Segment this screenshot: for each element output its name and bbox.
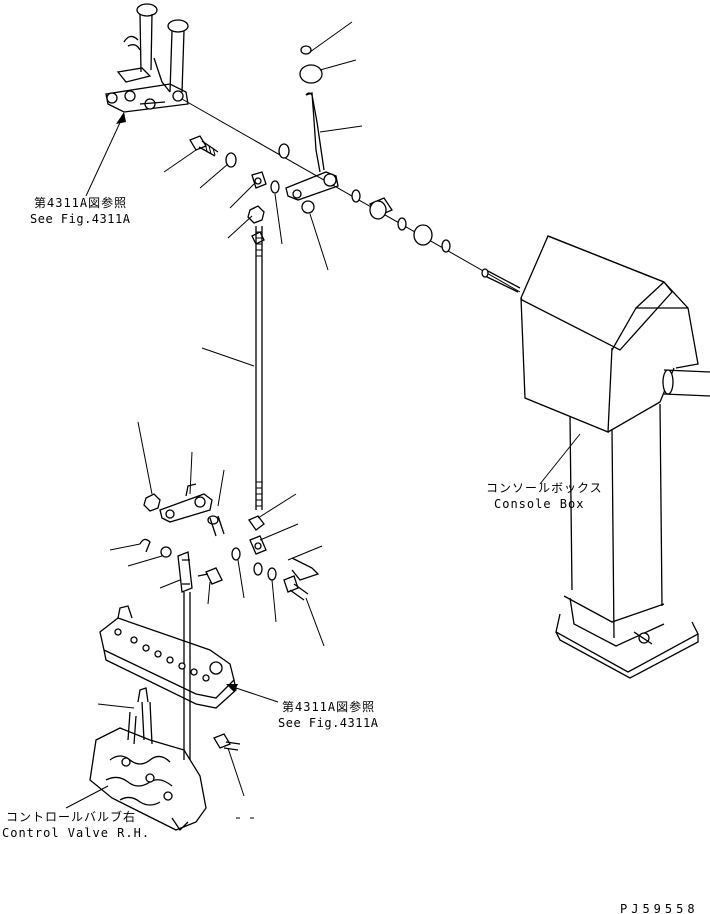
control-valve xyxy=(89,687,254,832)
console-box xyxy=(520,235,710,679)
reference-note-top-jp: 第4311A図参照 xyxy=(34,196,128,210)
main-shaft-line xyxy=(181,98,521,293)
leader-lines xyxy=(65,21,581,809)
reference-note-mid-jp: 第4311A図参照 xyxy=(282,700,376,714)
drawing-code: PJ59558 xyxy=(620,902,699,914)
vertical-rod xyxy=(255,226,263,510)
lower-linkage-parts xyxy=(139,483,320,760)
reference-note-mid-en: See Fig.4311A xyxy=(278,716,379,730)
control-valve-label-en: Control Valve R.H. xyxy=(2,826,151,840)
right-lever-assembly xyxy=(285,45,521,293)
upper-lever-assembly xyxy=(105,3,189,113)
reference-note-top-en: See Fig.4311A xyxy=(30,212,131,226)
console-box-label-jp: コンソールボックス xyxy=(486,481,603,495)
console-box-label-en: Console Box xyxy=(494,497,585,511)
upper-bolt-parts xyxy=(189,135,290,245)
control-valve-label-jp: コントロールバルブ右 xyxy=(6,810,137,824)
bracket-plate xyxy=(99,605,237,709)
